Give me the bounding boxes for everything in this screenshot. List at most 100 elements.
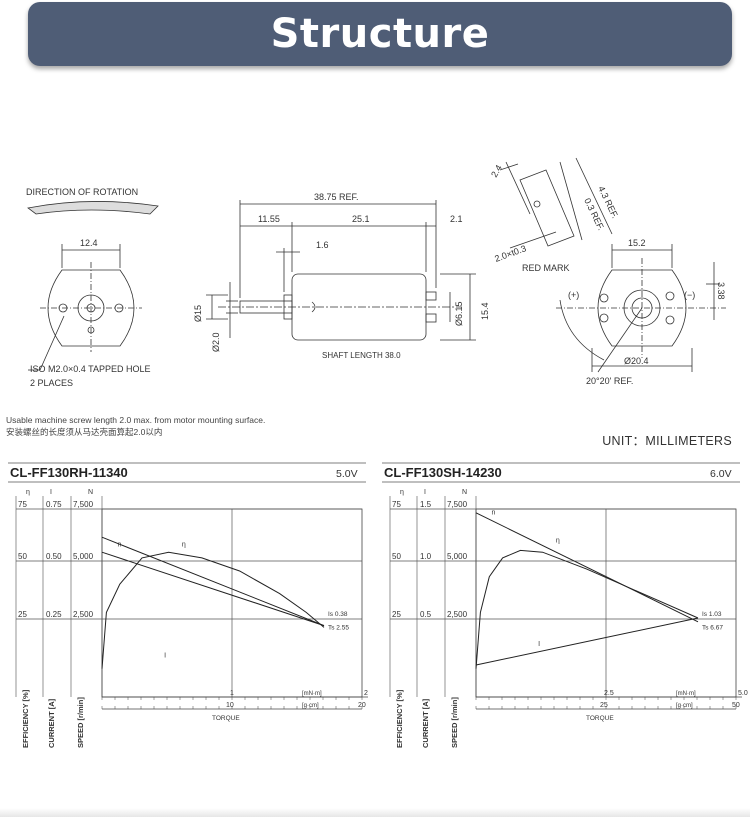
spd-tick: 7,500 bbox=[447, 500, 468, 509]
rear-width-dim: 15.2 bbox=[628, 238, 646, 248]
red-mark-label: RED MARK bbox=[522, 263, 570, 273]
eff-tick: 50 bbox=[392, 552, 401, 561]
chart-model: CL-FF130RH-11340 bbox=[10, 465, 128, 480]
unit-mnm: [mN·m] bbox=[302, 691, 322, 697]
eff-tick: 25 bbox=[392, 610, 401, 619]
angle-dim: 20°20' REF. bbox=[586, 376, 633, 386]
unit-label: UNIT：MILLIMETERS bbox=[602, 434, 732, 448]
x-tick-gcm: 50 bbox=[732, 702, 740, 709]
dim-term: 2.1 bbox=[450, 214, 463, 224]
dim-shaft: 11.55 bbox=[258, 214, 280, 224]
eff-tick: 25 bbox=[18, 610, 27, 619]
col-eta-head: η bbox=[400, 489, 404, 496]
rear-dia-dim: Ø20.4 bbox=[624, 356, 649, 366]
speed-curve bbox=[101, 551, 325, 627]
shaft-length: SHAFT LENGTH 38.0 bbox=[322, 351, 401, 360]
spd-tick: 5,000 bbox=[73, 552, 94, 561]
axis-current-label: CURRENT [A] bbox=[421, 698, 430, 748]
rear-view bbox=[556, 244, 726, 373]
torque-label: TORQUE bbox=[212, 715, 240, 722]
col-n-head: N bbox=[88, 489, 93, 496]
torque-label: TORQUE bbox=[586, 715, 614, 722]
current-curve bbox=[101, 536, 325, 627]
side-view bbox=[206, 200, 476, 341]
tapped-hole-places: 2 PLACES bbox=[30, 378, 73, 388]
minus-terminal: (−) bbox=[684, 290, 695, 300]
x-tick-mnm: 1 bbox=[230, 690, 234, 697]
title-banner: Structure bbox=[28, 2, 732, 66]
page-title: Structure bbox=[270, 11, 490, 57]
front-width-dim: 12.4 bbox=[80, 238, 98, 248]
dim-height: 15.4 bbox=[480, 302, 490, 320]
x-tick-mnm: 2 bbox=[364, 690, 368, 697]
x-tick-mnm: 2.5 bbox=[604, 690, 614, 697]
axis-speed-label: SPEED [r/min] bbox=[450, 697, 459, 748]
speed-curve-label: n bbox=[118, 541, 122, 548]
dim-body: 25.1 bbox=[352, 214, 370, 224]
screw-note-en: Usable machine screw length 2.0 max. fro… bbox=[6, 415, 266, 425]
eff-tick: 50 bbox=[18, 552, 27, 561]
cur-tick: 0.5 bbox=[420, 610, 432, 619]
cur-tick: 1.5 bbox=[420, 500, 432, 509]
dim-shaft-dia: Ø2.0 bbox=[211, 332, 221, 352]
efficiency-curve bbox=[475, 549, 699, 669]
efficiency-curve bbox=[101, 551, 325, 669]
cur-tick: 0.25 bbox=[46, 610, 62, 619]
bottom-divider bbox=[0, 808, 750, 817]
chart-model: CL-FF130SH-14230 bbox=[384, 465, 502, 480]
efficiency-curve-label: η bbox=[182, 541, 186, 548]
is-label: Is 1.03 bbox=[702, 611, 722, 618]
eff-tick: 75 bbox=[18, 500, 27, 509]
cur-tick: 1.0 bbox=[420, 552, 432, 561]
x-tick-mnm: 5.0 bbox=[738, 690, 748, 697]
col-i-head: I bbox=[50, 489, 52, 496]
spd-tick: 2,500 bbox=[73, 610, 94, 619]
chart-voltage: 5.0V bbox=[336, 468, 358, 480]
unit-gcm: [g·cm] bbox=[676, 703, 693, 709]
x-tick-gcm: 10 bbox=[226, 702, 234, 709]
dim-can-dia: Ø6.15 bbox=[454, 301, 464, 326]
speed-curve bbox=[475, 512, 699, 623]
axis-current-label: CURRENT [A] bbox=[47, 698, 56, 748]
direction-label: DIRECTION OF ROTATION bbox=[26, 187, 138, 197]
plus-terminal: (+) bbox=[568, 290, 579, 300]
dim-boss-dia: Ø15 bbox=[193, 305, 203, 322]
screw-note-cn: 安装螺丝的长度须从马达壳面算起2.0以内 bbox=[6, 427, 163, 437]
axis-efficiency-label: EFFICIENCY [%] bbox=[395, 689, 404, 748]
dim-total: 38.75 REF. bbox=[314, 192, 359, 202]
current-curve bbox=[475, 617, 699, 666]
tapped-hole-label: ISO M2.0×0.4 TAPPED HOLE bbox=[30, 364, 150, 374]
spd-tick: 7,500 bbox=[73, 500, 94, 509]
eff-tick: 75 bbox=[392, 500, 401, 509]
motor-drawing: DIRECTION OF ROTATION 12.4 ISO M2.0×0.4 … bbox=[26, 157, 726, 388]
speed-curve-label: n bbox=[492, 510, 496, 517]
col-n-head: N bbox=[462, 489, 467, 496]
unit-gcm: [g·cm] bbox=[302, 703, 319, 709]
cur-tick: 0.75 bbox=[46, 500, 62, 509]
front-view bbox=[28, 244, 142, 371]
efficiency-curve-label: η bbox=[556, 538, 560, 545]
x-tick-gcm: 20 bbox=[358, 702, 366, 709]
col-eta-head: η bbox=[26, 489, 30, 496]
spd-tick: 2,500 bbox=[447, 610, 468, 619]
is-label: Is 0.38 bbox=[328, 611, 348, 618]
dim-boss: 1.6 bbox=[316, 240, 329, 250]
axis-speed-label: SPEED [r/min] bbox=[76, 697, 85, 748]
current-curve-label: I bbox=[538, 641, 540, 648]
axis-efficiency-label: EFFICIENCY [%] bbox=[21, 689, 30, 748]
rotation-arrow-icon bbox=[27, 201, 159, 215]
x-tick-gcm: 25 bbox=[600, 702, 608, 709]
cur-tick: 0.50 bbox=[46, 552, 62, 561]
terminal-detail bbox=[499, 157, 613, 249]
ts-label: Ts 6.67 bbox=[702, 624, 723, 631]
chart-voltage: 6.0V bbox=[710, 468, 732, 480]
spd-tick: 5,000 bbox=[447, 552, 468, 561]
col-i-head: I bbox=[424, 489, 426, 496]
current-curve-label: I bbox=[164, 652, 166, 659]
ts-label: Ts 2.55 bbox=[328, 624, 349, 631]
unit-mnm: [mN·m] bbox=[676, 691, 696, 697]
rear-height-dim: 3.38 bbox=[716, 282, 726, 300]
